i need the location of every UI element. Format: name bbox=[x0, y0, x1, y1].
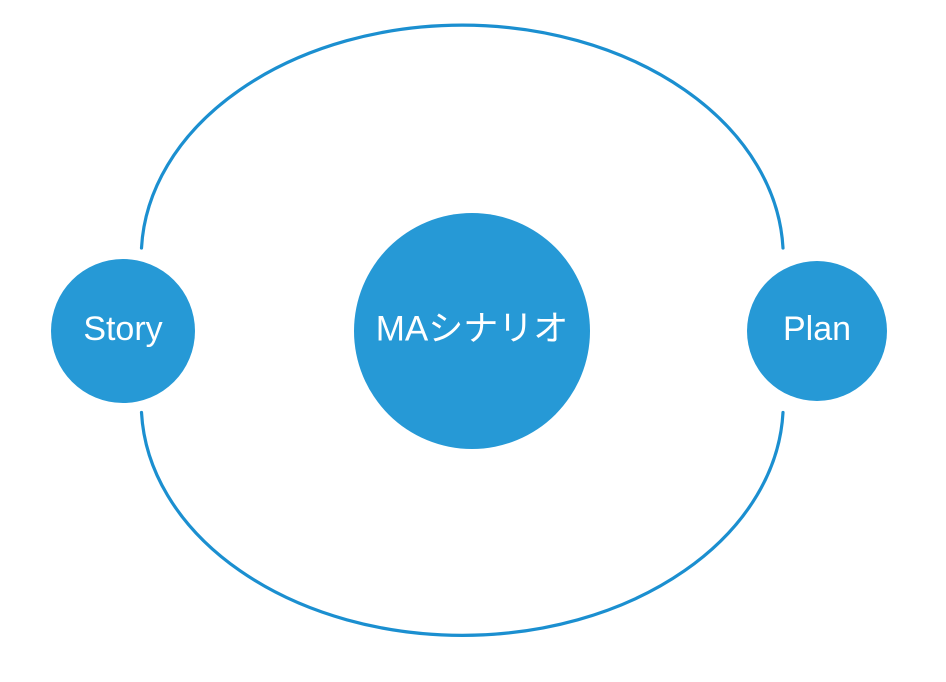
node-story-circle[interactable] bbox=[51, 259, 195, 403]
node-plan[interactable]: Plan bbox=[747, 261, 887, 401]
connecting-ellipse bbox=[139, 23, 785, 637]
node-story-label: Story bbox=[83, 310, 162, 348]
node-plan-label: Plan bbox=[783, 310, 851, 348]
node-ma-scenario-circle[interactable] bbox=[354, 213, 590, 449]
node-ma-scenario[interactable]: MAシナリオ bbox=[354, 213, 590, 449]
node-story[interactable]: Story bbox=[51, 259, 195, 403]
ellipse-lower-arc bbox=[139, 410, 785, 637]
node-plan-circle[interactable] bbox=[747, 261, 887, 401]
node-ma-scenario-label: MAシナリオ bbox=[376, 309, 569, 348]
ellipse-upper-arc bbox=[139, 23, 785, 250]
